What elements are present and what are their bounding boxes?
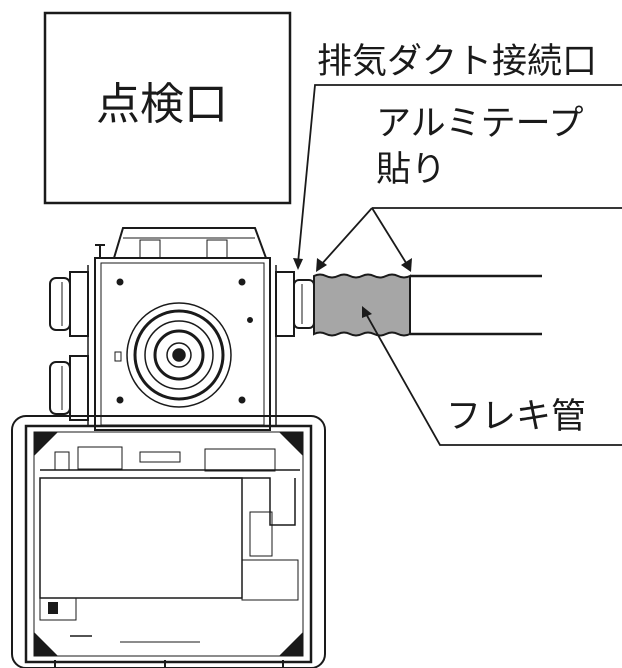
arrow-tape-right	[401, 258, 412, 272]
flexible-pipe	[313, 273, 411, 337]
aluminum-tape-label-line1: アルミテープ	[376, 104, 584, 144]
inspection-port-label: 点検口	[96, 79, 228, 130]
leader-exhaust-port	[297, 84, 622, 264]
fan	[126, 302, 232, 408]
exhaust-duct-port-label: 排気ダクト接続口	[317, 42, 598, 82]
exhaust-duct-port	[275, 271, 315, 337]
base-marks	[54, 660, 284, 668]
ceiling-frame	[11, 415, 326, 668]
leader-flex-pipe	[364, 311, 622, 446]
aluminum-tape-label-line2: 貼り	[376, 150, 447, 190]
internal-components	[39, 446, 300, 643]
side-port-lower	[49, 355, 89, 421]
arrow-flex-pipe	[362, 306, 372, 318]
inspection-port-box	[43, 11, 292, 205]
ventilation-unit	[87, 227, 277, 431]
arrow-exhaust-port	[293, 258, 303, 270]
side-port-upper	[49, 271, 89, 337]
arrow-tape-left	[316, 258, 327, 272]
flexible-pipe-label: フレキ管	[446, 397, 587, 437]
